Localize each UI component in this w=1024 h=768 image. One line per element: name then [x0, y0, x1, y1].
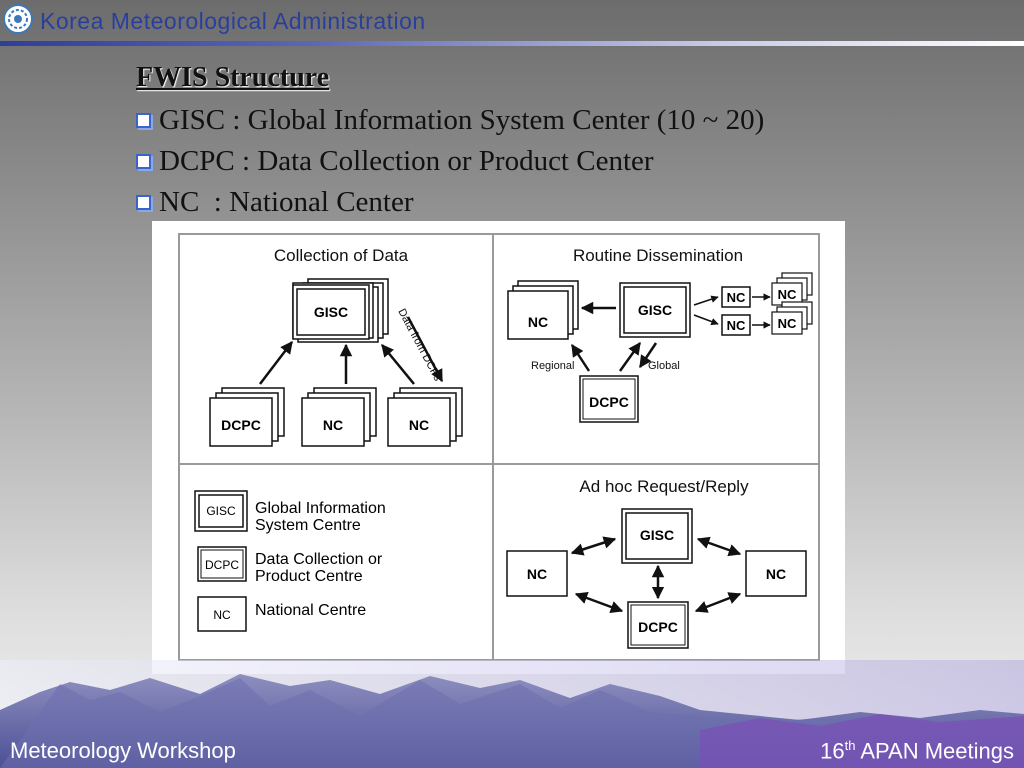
kma-logo-icon — [3, 4, 33, 34]
mountain-landscape — [0, 660, 1024, 768]
legend-text: Product Centre — [255, 568, 363, 585]
node-label: GISC — [640, 527, 674, 543]
bullet-nc: NC : National Center — [136, 186, 414, 219]
arrow — [570, 343, 591, 372]
node-label: NC — [409, 417, 429, 433]
nc-node: NC — [745, 550, 807, 597]
header-rule — [0, 41, 1024, 46]
arrow — [693, 314, 719, 326]
header-bar: Korea Meteorological Administration — [0, 0, 1024, 40]
arrow — [574, 592, 624, 613]
node-label: GISC — [314, 304, 348, 320]
arrow — [696, 536, 742, 557]
arrow — [638, 342, 658, 369]
arrow — [694, 592, 742, 613]
legend-text: National Centre — [255, 602, 366, 619]
arrow — [570, 536, 617, 556]
checkbox-bullet-icon — [136, 113, 151, 128]
arrow — [259, 341, 293, 385]
nc-node: NC — [387, 387, 463, 447]
quadrant-collection: Collection of Data GISC DCPC NC NC — [209, 246, 463, 447]
nc-node: NC — [506, 550, 568, 597]
dcpc-node: DCPC — [579, 375, 639, 423]
quadrant-title: Routine Dissemination — [573, 246, 743, 265]
legend-text: Global Information — [255, 500, 386, 517]
gisc-node: GISC — [621, 508, 693, 564]
footer-left-text: Meteorology Workshop — [10, 738, 236, 763]
checkbox-bullet-icon — [136, 154, 151, 169]
node-label: NC — [527, 566, 547, 582]
arrow — [406, 316, 444, 383]
quadrant-adhoc: Ad hoc Request/Reply GISC NC NC DCPC — [506, 477, 807, 649]
quadrant-title: Ad hoc Request/Reply — [579, 477, 749, 496]
legend: GISC Global Information System Centre DC… — [194, 490, 386, 632]
node-label: DCPC — [221, 417, 261, 433]
organization-name: Korea Meteorological Administration — [40, 8, 426, 34]
slide-title: FWIS Structure — [136, 62, 330, 93]
bullet-text: GISC : Global Information System Center … — [159, 104, 765, 136]
nc-node: NC — [301, 387, 377, 447]
node-label: NC — [528, 314, 548, 330]
fwis-diagram: Collection of Data GISC DCPC NC NC — [152, 221, 845, 674]
dcpc-node: DCPC — [209, 387, 285, 447]
node-label: NC — [778, 287, 797, 302]
quadrant-title: Collection of Data — [274, 246, 409, 265]
footer-right-text: 16th APAN Meetings — [820, 738, 1014, 764]
diagram-frame — [178, 233, 820, 661]
meeting-name: APAN Meetings — [855, 738, 1014, 764]
bullet-text: NC : National Center — [159, 186, 414, 218]
quadrant-dissemination: Routine Dissemination NC GISC NC NC NC N… — [507, 246, 813, 423]
gisc-node: GISC — [292, 284, 370, 340]
node-label: NC — [727, 290, 746, 305]
legend-text: System Centre — [255, 517, 361, 534]
footer-bar: Meteorology Workshop 16th APAN Meetings — [0, 730, 1024, 768]
arrow-label: Global — [648, 360, 680, 372]
nc-node: NC — [507, 280, 579, 340]
node-label: NC — [323, 417, 343, 433]
legend-abbr: NC — [213, 608, 231, 622]
arrow-label: Regional — [531, 360, 574, 372]
arrow — [693, 295, 719, 306]
legend-abbr: DCPC — [205, 558, 239, 572]
arrow — [381, 344, 415, 385]
legend-abbr: GISC — [206, 504, 236, 518]
node-label: NC — [766, 566, 786, 582]
bullet-dcpc: DCPC : Data Collection or Product Center — [136, 145, 654, 178]
ordinal-suffix: th — [844, 738, 856, 753]
gisc-node: GISC — [619, 282, 691, 338]
node-label: DCPC — [638, 619, 678, 635]
bullet-text: DCPC : Data Collection or Product Center — [159, 145, 654, 177]
node-label: GISC — [638, 302, 672, 318]
checkbox-bullet-icon — [136, 195, 151, 210]
dcpc-node: DCPC — [627, 601, 689, 649]
node-label: NC — [727, 318, 746, 333]
arrow — [618, 341, 642, 372]
meeting-number: 16 — [820, 738, 845, 764]
bullet-gisc: GISC : Global Information System Center … — [136, 104, 764, 137]
node-label: NC — [778, 316, 797, 331]
legend-text: Data Collection or — [255, 551, 383, 568]
node-label: DCPC — [589, 394, 629, 410]
